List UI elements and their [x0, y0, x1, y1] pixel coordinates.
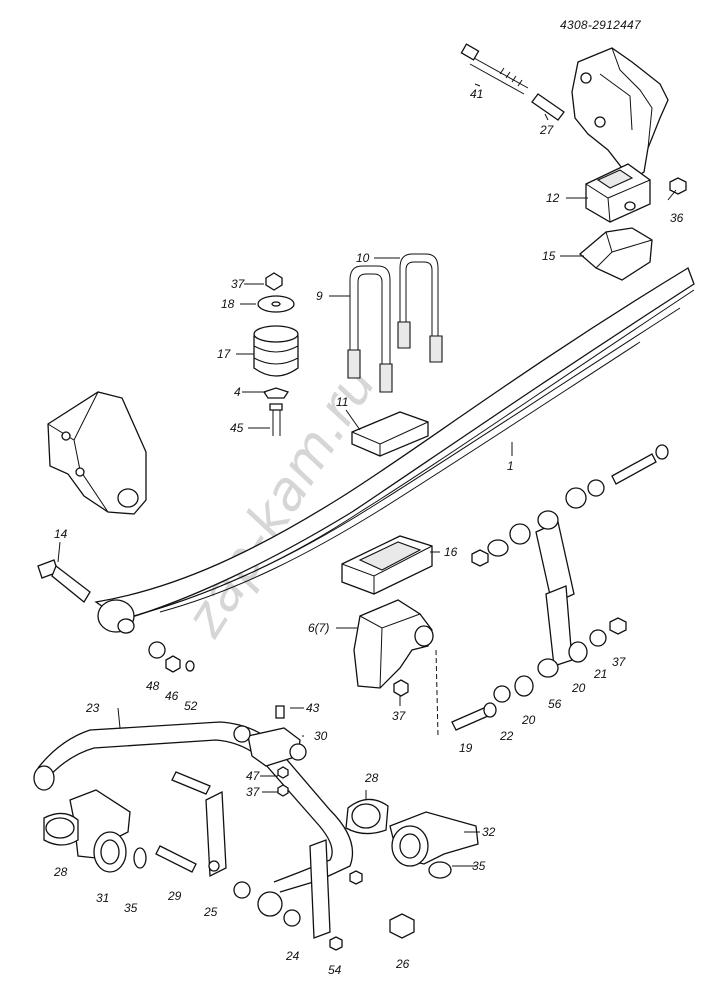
callout-18: 18: [221, 297, 235, 311]
callout-22: 22: [499, 729, 514, 743]
callout-24: 24: [285, 949, 300, 963]
shock-lower-mount-parts: [451, 617, 627, 731]
rear-spring-bracket: [571, 47, 669, 179]
part-11-plate: [351, 411, 429, 457]
callout-4: 4: [234, 385, 241, 399]
callout-17: 17: [217, 347, 232, 361]
part-6-bracket: [353, 599, 439, 737]
shock-upper-mount-parts: [471, 444, 669, 567]
callout-52: 52: [184, 699, 198, 713]
callout-37-top: 37: [231, 277, 246, 291]
part-9-10-u-bolts: [347, 253, 443, 393]
callout-19: 19: [459, 741, 473, 755]
leader-lines: [57, 83, 677, 867]
callout-47: 47: [246, 769, 261, 783]
callout-46: 46: [165, 689, 179, 703]
callout-35-right: 35: [472, 859, 486, 873]
callout-12: 12: [546, 191, 560, 205]
callout-35-left: 35: [124, 901, 138, 915]
callout-37-bottom: 37: [246, 785, 261, 799]
callout-43: 43: [306, 701, 320, 715]
part-29-bolt: [155, 845, 197, 873]
part-56-shock-absorber: [535, 510, 575, 678]
callout-6-7: 6(7): [308, 621, 329, 635]
part-31-left-clamp: [43, 789, 147, 873]
callout-9: 9: [316, 289, 323, 303]
part-25-link: [171, 771, 227, 878]
part-16-pad: [341, 535, 433, 595]
part-14-spring-pin: [37, 559, 91, 603]
callout-28-left: 28: [53, 865, 68, 879]
part-26-nut: [389, 913, 415, 939]
callout-37-mid: 37: [392, 709, 407, 723]
callout-30: 30: [314, 729, 328, 743]
callout-15: 15: [542, 249, 556, 263]
callout-20-lower: 20: [521, 713, 536, 727]
callout-10: 10: [356, 251, 370, 265]
callout-20-upper: 20: [571, 681, 586, 695]
callout-14: 14: [54, 527, 68, 541]
part-27-pin: [531, 93, 565, 121]
callout-37-right: 37: [612, 655, 627, 669]
callout-56: 56: [548, 697, 562, 711]
part-24-link-lower: [233, 839, 363, 951]
callout-23: 23: [85, 701, 100, 715]
callout-36: 36: [670, 211, 684, 225]
front-spring-bracket: [47, 391, 147, 515]
front-small-parts: [148, 641, 195, 673]
callout-32: 32: [482, 825, 496, 839]
callout-26: 26: [395, 957, 410, 971]
callout-27: 27: [539, 123, 555, 137]
callout-16: 16: [444, 545, 458, 559]
part-32-right-clamp: [345, 798, 479, 879]
callout-45: 45: [230, 421, 244, 435]
callout-11: 11: [336, 395, 348, 409]
part-41-bolt: [460, 43, 529, 95]
part-36-nut: [669, 177, 687, 195]
part-12-rubber-pad: [585, 163, 651, 223]
part-30-bracket: [233, 705, 307, 797]
callout-54: 54: [328, 963, 342, 977]
callout-41: 41: [470, 87, 483, 101]
part-23-stabilizer-bar: [33, 721, 354, 917]
bump-stop-stack: [253, 272, 299, 436]
callout-21: 21: [593, 667, 607, 681]
callout-29: 29: [167, 889, 182, 903]
part-15-pad: [579, 227, 653, 281]
part-1-leaf-spring: [94, 267, 695, 634]
callout-48: 48: [146, 679, 160, 693]
callout-28-right: 28: [364, 771, 379, 785]
callout-31: 31: [96, 891, 109, 905]
drawing-code: 4308-2912447: [560, 18, 642, 32]
callout-1: 1: [507, 459, 514, 473]
callout-25: 25: [203, 905, 218, 919]
